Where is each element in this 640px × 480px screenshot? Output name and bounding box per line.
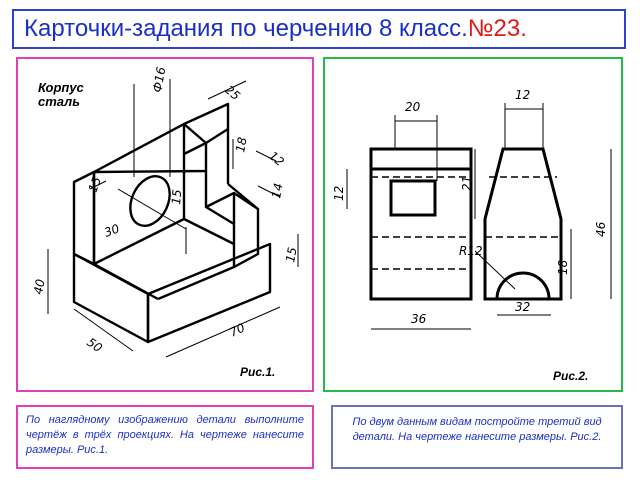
wall-top-edge	[92, 122, 208, 174]
figure-caption-2: Рис.2.	[553, 369, 589, 383]
slide-title: Карточки-задания по черчению 8 класс.№23…	[12, 9, 626, 49]
card-number: №23.	[467, 15, 527, 42]
side-view-arc	[495, 271, 551, 300]
dim-15-a: 15	[86, 175, 104, 194]
dim-21: 21	[460, 176, 474, 191]
dim-30: 30	[102, 221, 121, 240]
base-left-face	[72, 252, 150, 344]
dim-16: Ф16	[150, 66, 168, 94]
title-text: Карточки-задания по черчению 8 класс.	[24, 15, 468, 42]
dim-14: 14	[269, 182, 285, 199]
dim-12-left: 12	[332, 186, 346, 201]
cylindrical-hole	[129, 175, 171, 227]
dim-r12: R12	[459, 244, 483, 258]
dim-12-top: 12	[515, 88, 530, 102]
front-view-window	[389, 179, 437, 217]
dim-40: 40	[31, 278, 48, 296]
dim-36: 36	[411, 312, 427, 326]
task-left: По наглядному изображению детали выполни…	[16, 405, 314, 469]
dim-12: 12	[266, 149, 287, 170]
dim-50: 50	[84, 335, 105, 355]
side-view-outline	[483, 147, 563, 301]
wall-top-face	[182, 102, 230, 145]
dim-32: 32	[515, 300, 530, 314]
orthographic-drawing-panel: 20 12 12 21 46 R12 18 36 32 Рис.2.	[323, 57, 623, 392]
part-material: сталь	[38, 94, 80, 109]
base-front-face	[146, 242, 272, 344]
step-block	[204, 191, 260, 269]
dim-70: 70	[227, 320, 247, 339]
dim-20: 20	[405, 100, 421, 114]
part-description: Корпус сталь	[38, 81, 84, 109]
figure-caption-1: Рис.1.	[240, 365, 276, 379]
dim-25: 25	[222, 83, 243, 104]
dim-15-b: 15	[169, 189, 184, 205]
orthographic-drawing: 20 12 12 21 46 R12 18 36 32	[332, 88, 612, 330]
front-view-outline	[369, 147, 473, 301]
part-name: Корпус	[38, 80, 84, 95]
dim-46: 46	[594, 221, 608, 237]
isometric-drawing-panel: Ф16 25 18 12 14 15 15 15 30 40 50 70 Кор…	[16, 57, 314, 392]
dim-18: 18	[556, 259, 570, 275]
isometric-drawing: Ф16 25 18 12 14 15 15 15 30 40 50 70	[31, 66, 300, 358]
dim-15-c: 15	[283, 246, 299, 263]
task-right: По двум данным видам постройте третий ви…	[331, 405, 623, 469]
dim-18: 18	[233, 136, 250, 154]
